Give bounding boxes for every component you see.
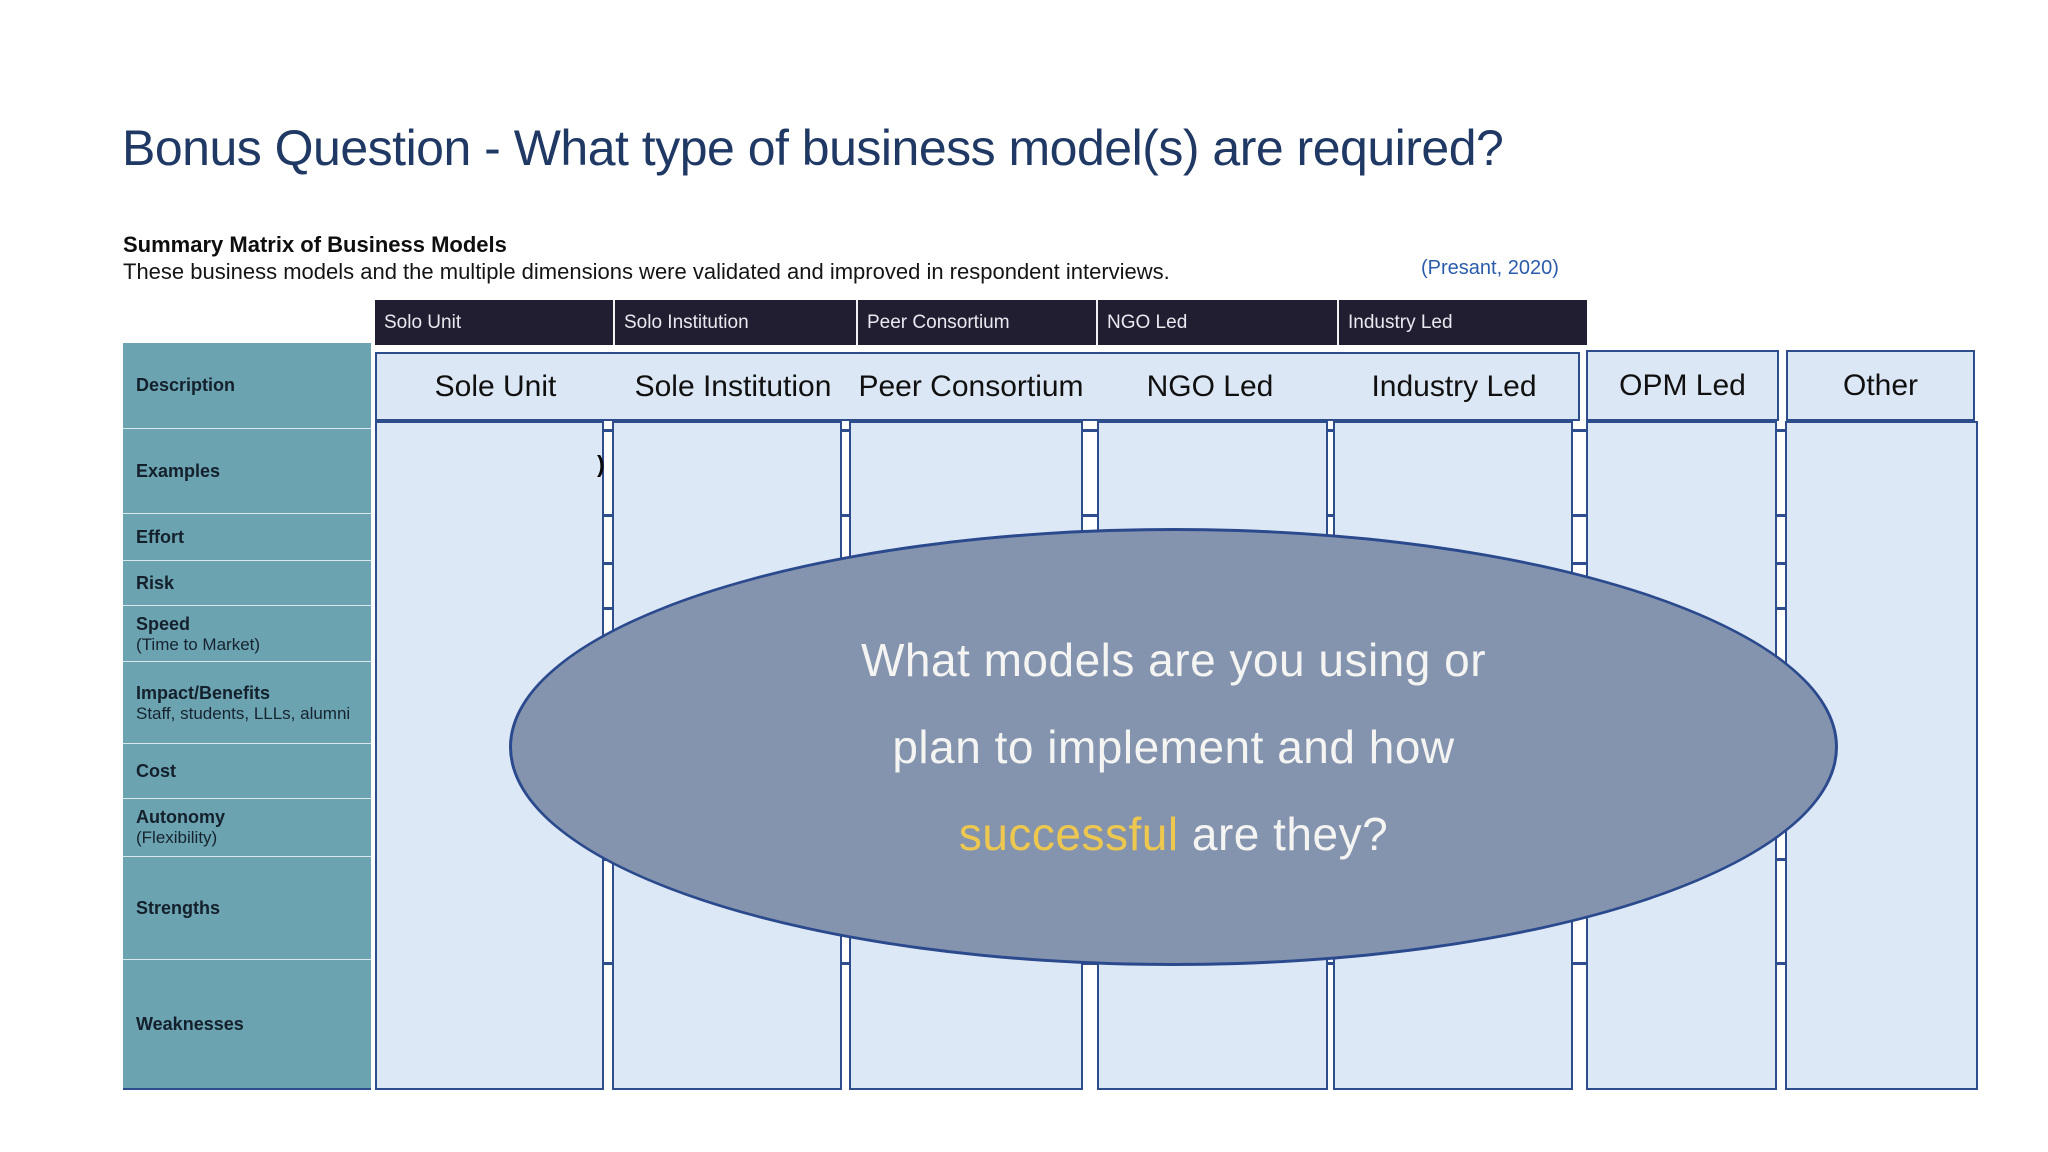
row-tick <box>602 962 614 965</box>
clipped-text-fragment: ) <box>597 451 605 477</box>
row-tick <box>1775 562 1787 565</box>
row-header-label: Cost <box>136 760 176 781</box>
row-tick <box>840 514 851 517</box>
row-header-description: Description <box>123 343 371 429</box>
overlay-line-2: plan to implement and how <box>892 720 1455 773</box>
row-tick <box>602 562 614 565</box>
model-strip: Solo Unit Solo Institution Peer Consorti… <box>375 300 1587 345</box>
row-header-sublabel: Staff, students, LLLs, alumni <box>136 703 351 723</box>
row-tick <box>1775 429 1787 432</box>
row-header-cost: Cost <box>123 744 371 799</box>
row-tick <box>1326 514 1335 517</box>
row-tick <box>1775 858 1787 861</box>
row-header-label: Risk <box>136 573 175 594</box>
column-header-ngo-led: NGO Led <box>1146 369 1274 403</box>
matrix-subheading: These business models and the multiple d… <box>123 259 1170 284</box>
row-header-label: Autonomy <box>136 807 225 828</box>
model-strip-cell-industry-led: Industry Led <box>1348 311 1453 333</box>
row-tick <box>602 607 614 610</box>
row-header-label: Examples <box>136 460 221 481</box>
row-tick <box>1571 562 1588 565</box>
row-tick <box>1775 962 1787 965</box>
column-header-sole-unit: Sole Unit <box>434 369 557 403</box>
row-tick <box>1571 429 1588 432</box>
row-header-label: Impact/Benefits <box>136 682 271 703</box>
model-strip-cell-solo-unit: Solo Unit <box>375 300 615 345</box>
row-header-label: Speed <box>136 613 191 634</box>
column-header-opm-led: OPM Led <box>1586 350 1779 421</box>
overlay-line-3-rest: are they? <box>1178 807 1389 860</box>
column-header-other: Other <box>1786 350 1975 421</box>
column-header-opm-led-label: OPM Led <box>1619 368 1746 402</box>
overlay-ellipse: What models are you using or plan to imp… <box>509 528 1838 966</box>
row-tick <box>1571 514 1588 517</box>
model-strip-cell-peer-consortium: Peer Consortium <box>858 300 1098 345</box>
row-header-label: Strengths <box>136 897 221 918</box>
row-header-strengths: Strengths <box>123 857 371 961</box>
row-tick <box>1326 429 1335 432</box>
overlay-highlight-word: successful <box>958 807 1179 860</box>
row-header-label: Weaknesses <box>136 1014 244 1035</box>
row-header-impact-benefits: Impact/Benefits Staff, students, LLLs, a… <box>123 662 371 744</box>
row-tick <box>1081 514 1099 517</box>
row-header-label: Effort <box>136 526 184 547</box>
overlay-question-text: What models are you using or plan to imp… <box>861 617 1486 878</box>
row-tick <box>602 514 614 517</box>
model-strip-cell-ngo-led: NGO Led <box>1098 300 1339 345</box>
column-header-industry-led: Industry Led <box>1371 369 1537 403</box>
row-header-autonomy: Autonomy (Flexibility) <box>123 799 371 857</box>
page-title: Bonus Question - What type of business m… <box>122 120 1504 176</box>
row-tick <box>1775 607 1787 610</box>
row-tick <box>1081 429 1099 432</box>
row-header-speed: Speed (Time to Market) <box>123 606 371 663</box>
row-header-label: Description <box>136 375 236 396</box>
row-header-sublabel: (Time to Market) <box>136 634 261 654</box>
row-tick <box>1571 962 1588 965</box>
matrix-heading: Summary Matrix of Business Models <box>123 232 507 257</box>
citation: (Presant, 2020) <box>1421 257 1559 279</box>
row-tick <box>840 429 851 432</box>
row-header-effort: Effort <box>123 514 371 562</box>
row-tick <box>1326 962 1335 965</box>
row-header-examples: Examples <box>123 429 371 514</box>
row-tick <box>1775 514 1787 517</box>
overlay-line-1: What models are you using or <box>860 633 1487 686</box>
row-tick <box>840 962 851 965</box>
row-header-sublabel: (Flexibility) <box>136 828 218 848</box>
column-header-sole-institution: Sole Institution <box>634 369 832 403</box>
model-strip-cell-solo-institution: Solo Institution <box>615 300 858 345</box>
row-header-sidebar: Description Examples Effort Risk Speed (… <box>123 343 371 1090</box>
row-header-risk: Risk <box>123 561 371 607</box>
row-tick <box>602 429 614 432</box>
column-header-row: Sole Unit Sole Institution Peer Consorti… <box>375 352 1580 421</box>
row-header-weaknesses: Weaknesses <box>123 960 371 1088</box>
column-header-peer-consortium: Peer Consortium <box>858 369 1084 403</box>
column-header-other-label: Other <box>1842 368 1919 402</box>
